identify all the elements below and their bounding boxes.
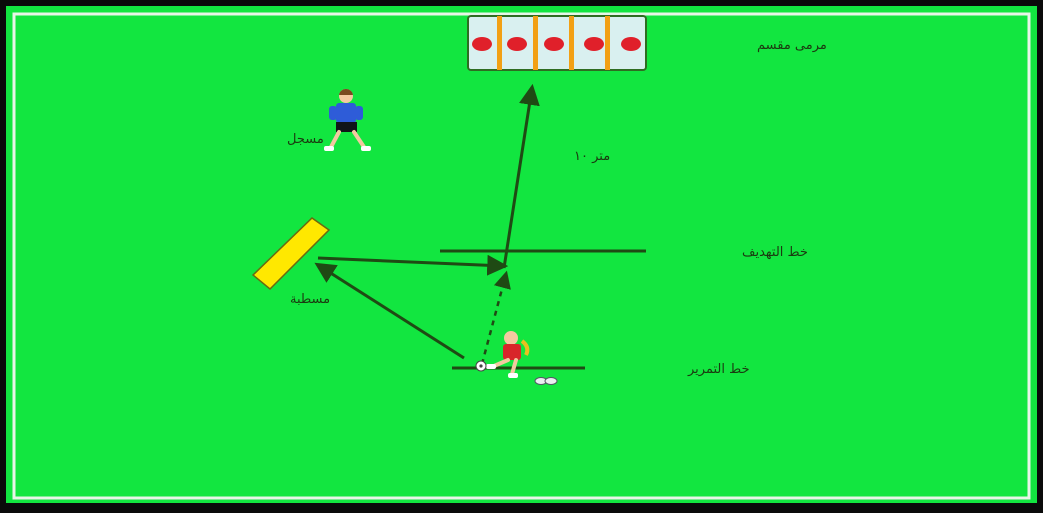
aim-line-label: خط التهديف: [742, 245, 808, 260]
divided-goal: [467, 15, 647, 71]
field: [6, 6, 1037, 503]
rebound-arrow: [317, 254, 509, 276]
target-dot: [472, 37, 492, 51]
ball-icon: [475, 360, 487, 372]
goal-target-dots: [472, 37, 641, 51]
scorer-player-icon: [324, 88, 371, 151]
pass-line-label: خط التمرير: [687, 362, 749, 377]
distance-label: متر ١٠: [574, 149, 610, 164]
target-dot: [584, 37, 604, 51]
target-dot: [507, 37, 527, 51]
ball-icon: [534, 377, 558, 385]
target-dot: [621, 37, 641, 51]
passer-kicking-player-icon: [486, 331, 530, 378]
rebound-mat: [251, 217, 331, 291]
shot-arrow: [502, 83, 540, 269]
goal-label: مرمى مقسم: [757, 38, 827, 53]
field-boundary: [12, 12, 1031, 500]
target-dot: [544, 37, 564, 51]
scorer-label: مسجل: [287, 132, 324, 147]
pass-arrow: [314, 262, 465, 360]
mat-label: مسطبة: [290, 292, 330, 307]
goal-stripes: [497, 16, 610, 70]
